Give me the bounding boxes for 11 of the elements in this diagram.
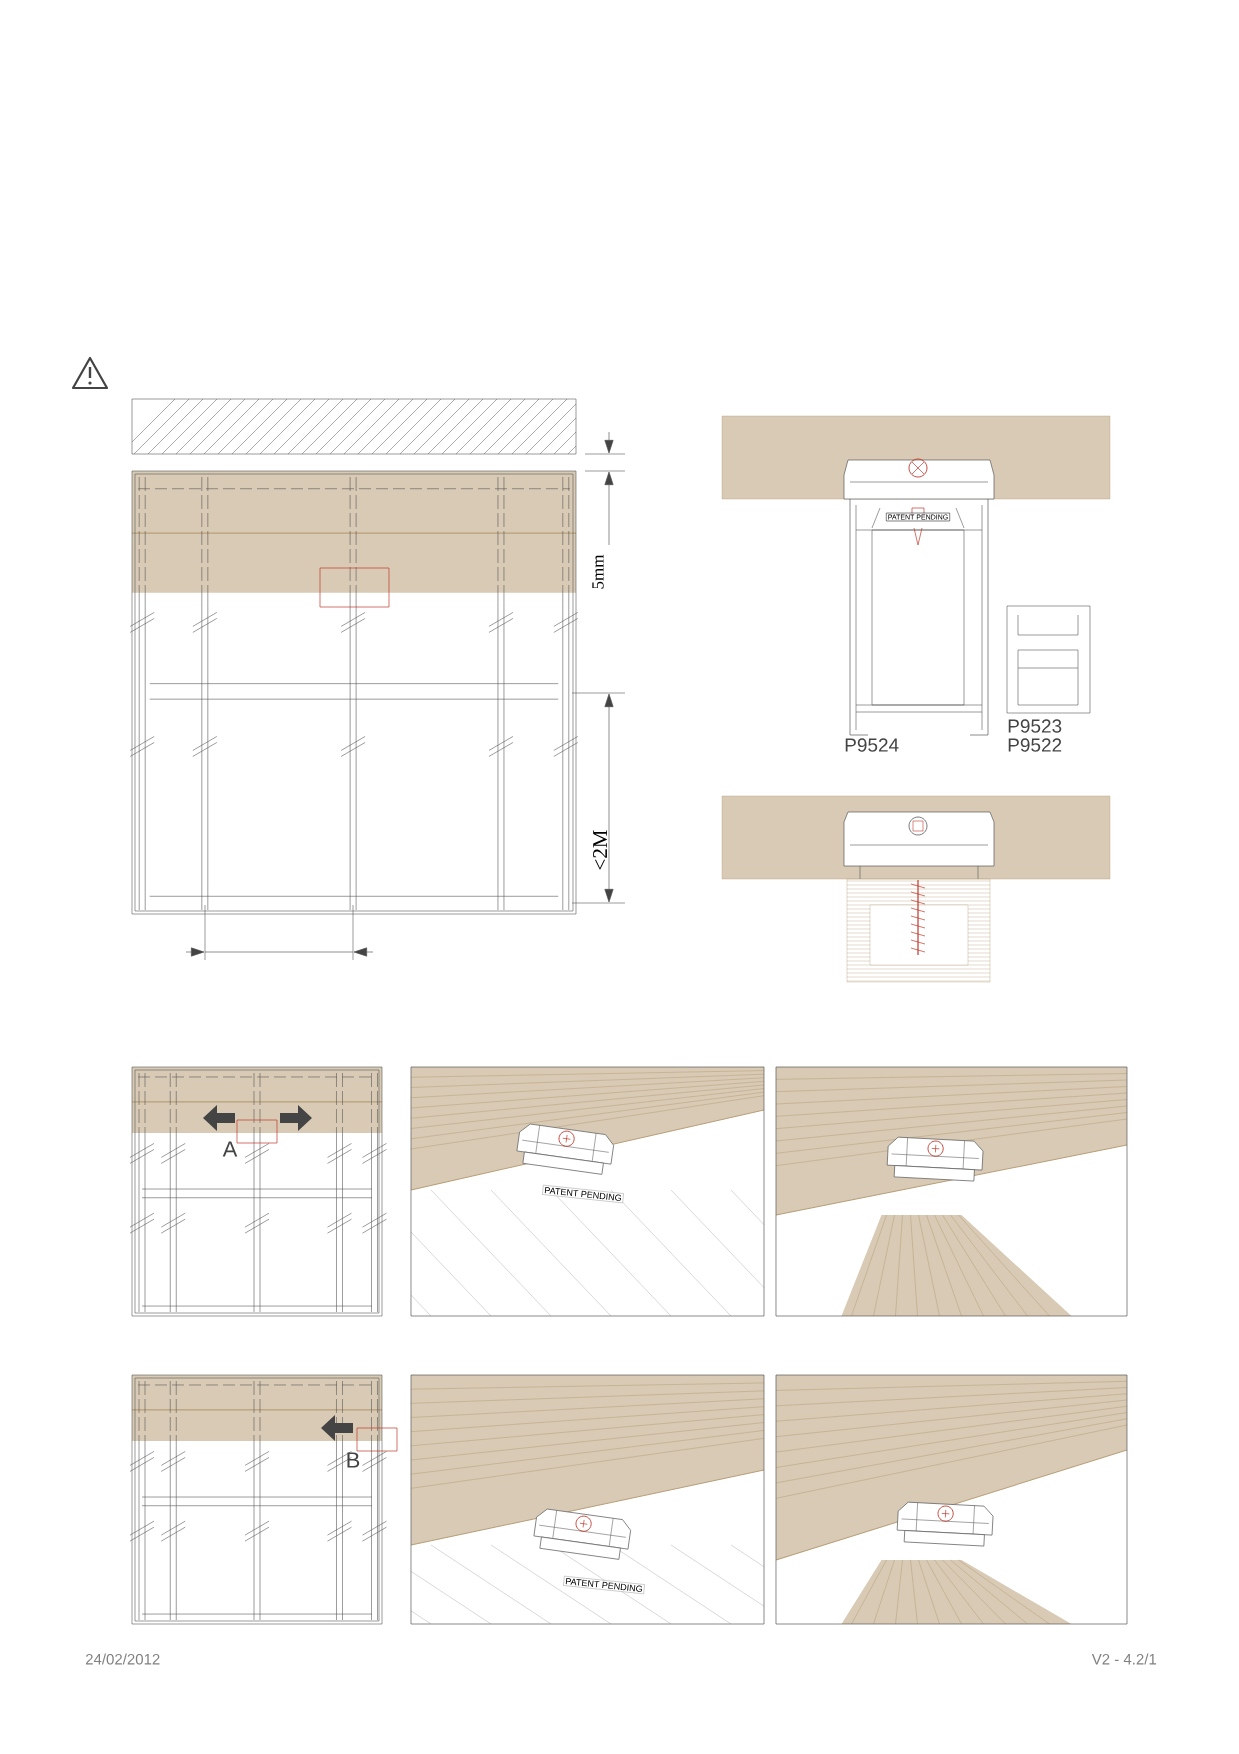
part-number: P9524 (845, 738, 899, 752)
page-number: V2 - 4.2/1 (1091, 1653, 1157, 1665)
imprint-text: PATENT PENDING (563, 1575, 645, 1595)
dimension-label: 5mm (592, 554, 604, 589)
part-number: P9523 (1008, 719, 1062, 733)
date-text: 24/02/2012 (85, 1653, 160, 1665)
callout-letter: A (222, 1141, 238, 1157)
part-number: P9522 (1008, 738, 1062, 752)
dimension-label: <2M (593, 830, 607, 870)
imprint-text: PATENT PENDING (542, 1184, 624, 1204)
callout-letter: B (347, 1452, 360, 1468)
